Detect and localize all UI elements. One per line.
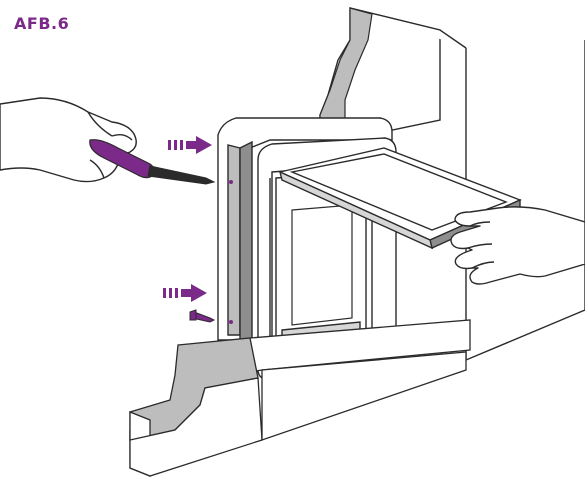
outer-frame — [217, 117, 393, 341]
screw-hole — [229, 180, 233, 184]
door-cut-bottom — [129, 319, 471, 477]
screwdriver-icon — [89, 139, 216, 185]
screw-icon — [189, 309, 216, 323]
direction-arrow-icon — [168, 136, 212, 154]
door-opening — [291, 204, 353, 326]
left-hand — [0, 97, 137, 183]
figure-label: AFB.6 — [14, 14, 70, 33]
right-hand — [450, 206, 585, 285]
direction-arrow-icon — [163, 284, 207, 302]
screw-hole — [229, 320, 233, 324]
